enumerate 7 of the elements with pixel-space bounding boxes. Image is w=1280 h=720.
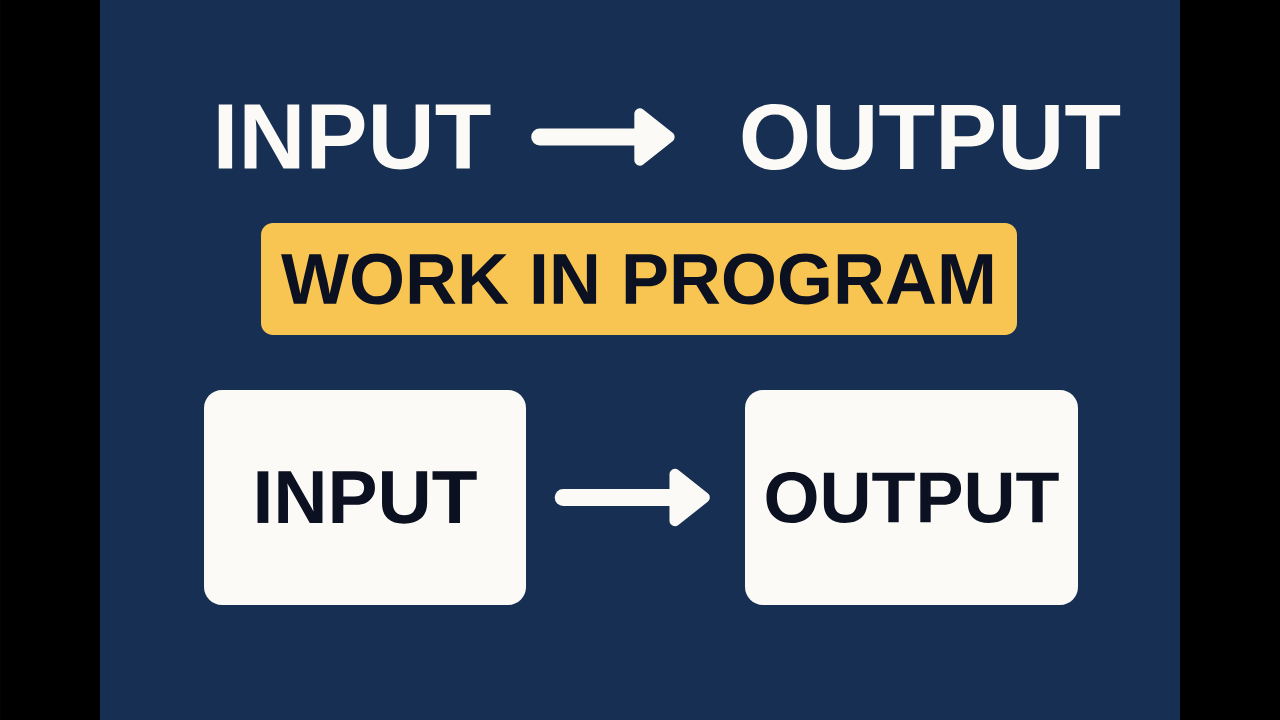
process-box: OUTPUT: [745, 390, 1078, 605]
arrow: [531, 108, 675, 166]
arrow: [554, 468, 710, 527]
heading-text: OUTPUT: [742, 104, 1121, 170]
heading-text: INPUT: [218, 104, 491, 170]
highlight-banner: WORK IN PROGRAM: [261, 223, 1017, 335]
process-box: INPUT: [204, 390, 526, 605]
